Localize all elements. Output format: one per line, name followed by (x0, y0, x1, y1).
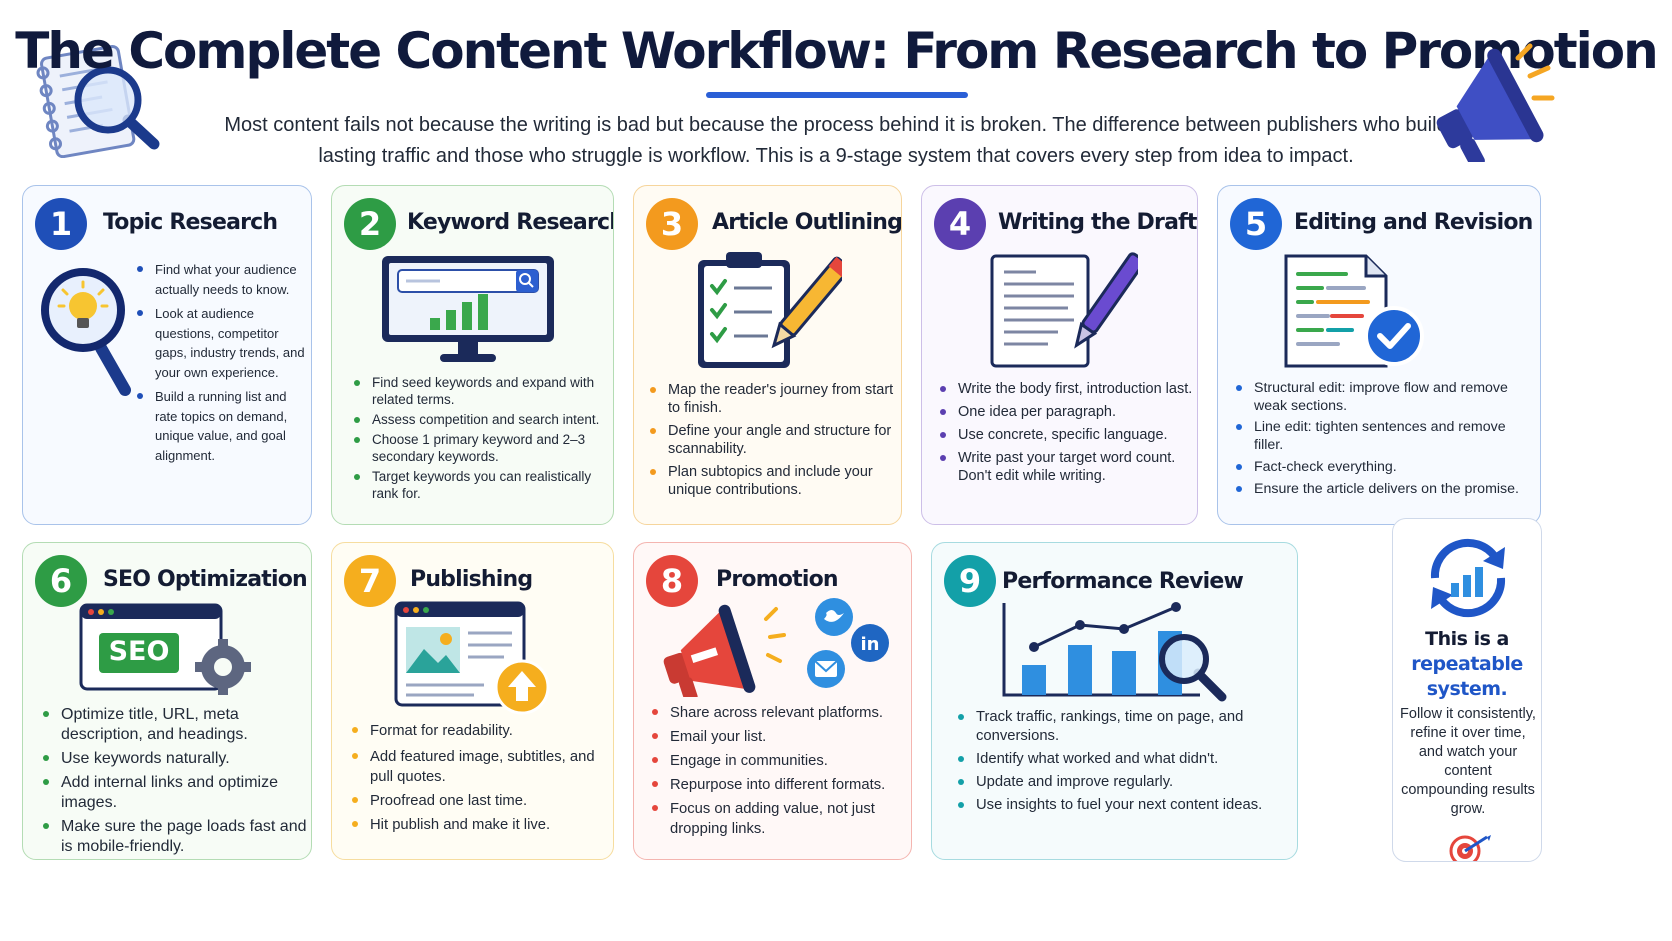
list-item: Choose 1 primary keyword and 2–3 seconda… (352, 431, 610, 465)
svg-text:in: in (861, 634, 880, 655)
stage-bullets: Optimize title, URL, meta description, a… (41, 705, 311, 859)
list-item: Line edit: tighten sentences and remove … (1234, 418, 1534, 454)
list-item: Use insights to fuel your next content i… (956, 796, 1294, 815)
document-pen-icon (988, 252, 1145, 370)
stage-card-9: 9 Performance Review Track traffic, rank… (931, 542, 1298, 860)
list-item: Define your angle and structure for scan… (648, 422, 898, 458)
search-monitor-icon (380, 254, 556, 366)
stage-title: Topic Research (103, 210, 278, 235)
stage-card-6: 6 SEO Optimization SEO Optimize title, U… (22, 542, 312, 860)
list-item: Fact-check everything. (1234, 458, 1534, 476)
list-item: Look at audience questions, competitor g… (135, 304, 307, 382)
list-item: Assess competition and search intent. (352, 411, 610, 428)
stage-number-badge: 8 (646, 555, 698, 607)
stage-number-badge: 6 (35, 555, 87, 607)
list-item: Build a running list and rate topics on … (135, 387, 307, 465)
clipboard-pencil-icon (692, 248, 851, 372)
linkedin-icon: in (851, 624, 889, 662)
stage-number-badge: 4 (934, 198, 986, 250)
list-item: Target keywords you can realistically ra… (352, 468, 610, 502)
list-item: Share across relevant platforms. (650, 703, 910, 723)
cycle-chart-icon (1421, 531, 1515, 625)
stage-bullets: Share across relevant platforms. Email y… (650, 703, 910, 845)
list-item: Focus on adding value, not just dropping… (650, 799, 910, 839)
title-underline (706, 92, 968, 98)
summary-body: Follow it consistently, refine it over t… (1400, 706, 1536, 817)
list-item: Track traffic, rankings, time on page, a… (956, 708, 1294, 746)
list-item: Use keywords naturally. (41, 749, 311, 769)
stage-card-4: 4 Writing the Draft Write the body first… (921, 185, 1198, 525)
stage-number-badge: 7 (344, 555, 396, 607)
summary-heading-accent: repeatable system. (1411, 653, 1523, 700)
list-item: Add featured image, subtitles, and pull … (350, 747, 612, 787)
edited-document-check-icon (1282, 252, 1432, 370)
list-item: Find seed keywords and expand with relat… (352, 374, 610, 408)
list-item: Identify what worked and what didn't. (956, 750, 1294, 769)
chart-magnifier-icon (1000, 597, 1232, 703)
stage-number-badge: 3 (646, 198, 698, 250)
lightbulb-magnifier-icon (37, 260, 137, 400)
stage-bullets: Structural edit: improve flow and remove… (1234, 379, 1534, 504)
list-item: Add internal links and optimize images. (41, 773, 311, 813)
stage-card-8: 8 Promotion in Share across relevant pla… (633, 542, 912, 860)
list-item: Repurpose into different formats. (650, 775, 910, 795)
list-item: Proofread one last time. (350, 791, 612, 811)
stage-number-badge: 9 (944, 555, 996, 607)
stage-bullets: Find seed keywords and expand with relat… (352, 374, 610, 505)
stage-number-badge: 1 (35, 198, 87, 250)
list-item: Plan subtopics and include your unique c… (648, 463, 898, 499)
list-item: Structural edit: improve flow and remove… (1234, 379, 1534, 415)
page-subtitle: Most content fails not because the writi… (224, 114, 1448, 167)
megaphone-icon (1418, 40, 1558, 169)
list-item: Use concrete, specific language. (938, 426, 1196, 444)
stage-title: Publishing (410, 567, 533, 592)
stage-bullets: Find what your audience actually needs t… (135, 260, 307, 470)
stage-bullets: Write the body first, introduction last.… (938, 380, 1196, 491)
list-item: Write past your target word count. Don't… (938, 449, 1196, 485)
page-title: The Complete Content Workflow: From Rese… (15, 22, 1658, 80)
twitter-icon (815, 598, 853, 636)
stage-title: Article Outlining (712, 210, 902, 235)
list-item: Format for readability. (350, 721, 612, 741)
stage-bullets: Format for readability. Add featured ima… (350, 721, 612, 841)
stage-title: Performance Review (1002, 569, 1244, 594)
email-icon (807, 650, 845, 688)
summary-heading: This is a repeatable system. (1393, 627, 1541, 702)
stage-title: Promotion (716, 567, 839, 592)
stage-title: SEO Optimization (103, 567, 308, 592)
stage-number-badge: 2 (344, 198, 396, 250)
list-item: Ensure the article delivers on the promi… (1234, 480, 1534, 498)
list-item: Hit publish and make it live. (350, 815, 612, 835)
stage-bullets: Map the reader's journey from start to f… (648, 381, 898, 505)
summary-heading-pre: This is a (1425, 628, 1509, 650)
stage-card-1: 1 Topic Research Find what your audience… (22, 185, 312, 525)
stage-bullets: Track traffic, rankings, time on page, a… (956, 708, 1294, 821)
seo-label: SEO (108, 636, 170, 667)
stage-number-badge: 5 (1230, 198, 1282, 250)
list-item: Write the body first, introduction last. (938, 380, 1196, 398)
stage-card-5: 5 Editing and Revision Structural edit: … (1217, 185, 1541, 525)
notebook-magnifier-icon (30, 38, 165, 159)
stage-card-3: 3 Article Outlining Map the reader's jou… (633, 185, 902, 525)
list-item: Email your list. (650, 727, 910, 747)
megaphone-social-icon: in (658, 595, 898, 703)
browser-upload-icon (394, 601, 554, 719)
list-item: Make sure the page loads fast and is mob… (41, 817, 311, 857)
target-icon (1447, 835, 1493, 867)
list-item: Map the reader's journey from start to f… (648, 381, 898, 417)
stage-title: Keyword Research (407, 210, 614, 235)
seo-browser-gear-icon (79, 603, 253, 697)
summary-card: This is a repeatable system. Follow it c… (1392, 518, 1542, 867)
stage-card-2: 2 Keyword Research Find seed keywords an… (331, 185, 614, 525)
stage-card-7: 7 Publishing Format for readability. Add… (331, 542, 614, 860)
list-item: Find what your audience actually needs t… (135, 260, 307, 299)
list-item: Optimize title, URL, meta description, a… (41, 705, 311, 745)
list-item: Engage in communities. (650, 751, 910, 771)
stage-title: Editing and Revision (1294, 210, 1533, 235)
list-item: Update and improve regularly. (956, 773, 1294, 792)
stage-title: Writing the Draft (998, 210, 1197, 235)
list-item: One idea per paragraph. (938, 403, 1196, 421)
